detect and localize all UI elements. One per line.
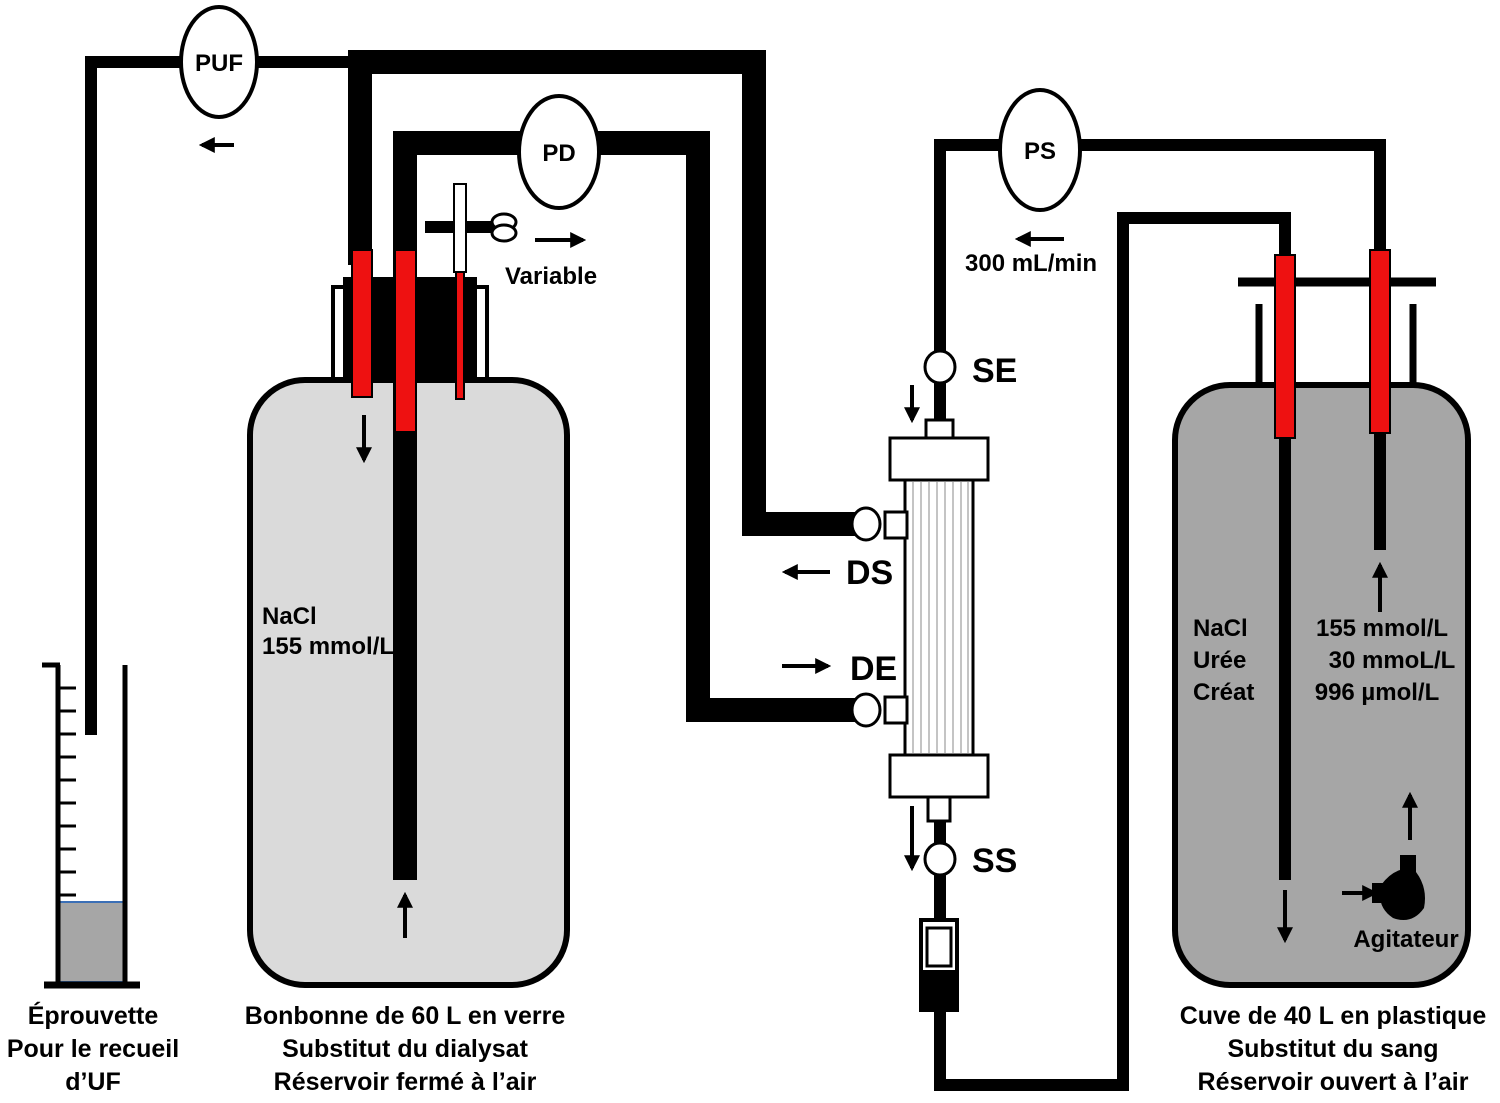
port-de-label: DE bbox=[850, 650, 897, 688]
pump-ps-icon bbox=[998, 88, 1082, 212]
dialysate-caption-line: Réservoir fermé à l’air bbox=[274, 1068, 537, 1096]
port-ss-label: SS bbox=[972, 842, 1017, 880]
clamp-icon bbox=[425, 183, 518, 273]
blood-solute-label: Urée bbox=[1193, 647, 1246, 674]
cylinder-caption-line: d’UF bbox=[65, 1068, 121, 1096]
dialysate-outlet-line bbox=[348, 50, 860, 536]
dialyzer bbox=[883, 418, 990, 823]
pump-pd-label: PD bbox=[542, 140, 575, 167]
pump-puf-icon bbox=[179, 5, 259, 119]
blood-flow-label: 300 mL/min bbox=[965, 250, 1097, 277]
cylinder-caption-line: Éprouvette bbox=[28, 1001, 159, 1030]
flow-arrows bbox=[198, 137, 1418, 944]
blood-solute-label: Créat bbox=[1193, 679, 1254, 706]
blood-caption-line: Cuve de 40 L en plastique bbox=[1180, 1002, 1487, 1030]
dialysate-caption-line: Bonbonne de 60 L en verre bbox=[245, 1002, 566, 1030]
syringe-icon bbox=[919, 918, 959, 1012]
cylinder-caption-line: Pour le recueil bbox=[7, 1035, 179, 1063]
pump-pd-icon bbox=[517, 94, 601, 210]
port-ds-label: DS bbox=[846, 554, 893, 592]
port-ss-icon bbox=[923, 841, 957, 877]
stirrer-label: Agitateur bbox=[1353, 926, 1458, 953]
blood-tank bbox=[1172, 277, 1471, 988]
connectors bbox=[351, 249, 1391, 439]
blood-concentration-label: 155 mmol/L bbox=[1316, 615, 1448, 642]
port-se-label: SE bbox=[972, 352, 1017, 390]
sampling-ports bbox=[850, 349, 957, 877]
graduated-cylinder bbox=[42, 662, 140, 989]
blood-concentration-label: 30 mmoL/L bbox=[1329, 647, 1456, 674]
port-ds-icon bbox=[850, 506, 882, 542]
blood-concentration-label: 996 µmol/L bbox=[1315, 679, 1440, 706]
pump-puf-label: PUF bbox=[195, 50, 243, 77]
blood-solute-label: NaCl bbox=[1193, 615, 1248, 642]
dialysate-content-line: 155 mmol/L bbox=[262, 633, 394, 660]
blood-caption-line: Réservoir ouvert à l’air bbox=[1198, 1068, 1469, 1096]
dialysate-flow-label: Variable bbox=[505, 263, 597, 290]
pump-ps-label: PS bbox=[1024, 138, 1056, 165]
blood-caption-line: Substitut du sang bbox=[1227, 1035, 1438, 1063]
port-de-icon bbox=[850, 692, 882, 728]
port-se-icon bbox=[923, 349, 957, 385]
dialysate-caption-line: Substitut du dialysat bbox=[282, 1035, 529, 1063]
pumps bbox=[179, 5, 1082, 212]
dialysate-content-line: NaCl bbox=[262, 603, 317, 630]
